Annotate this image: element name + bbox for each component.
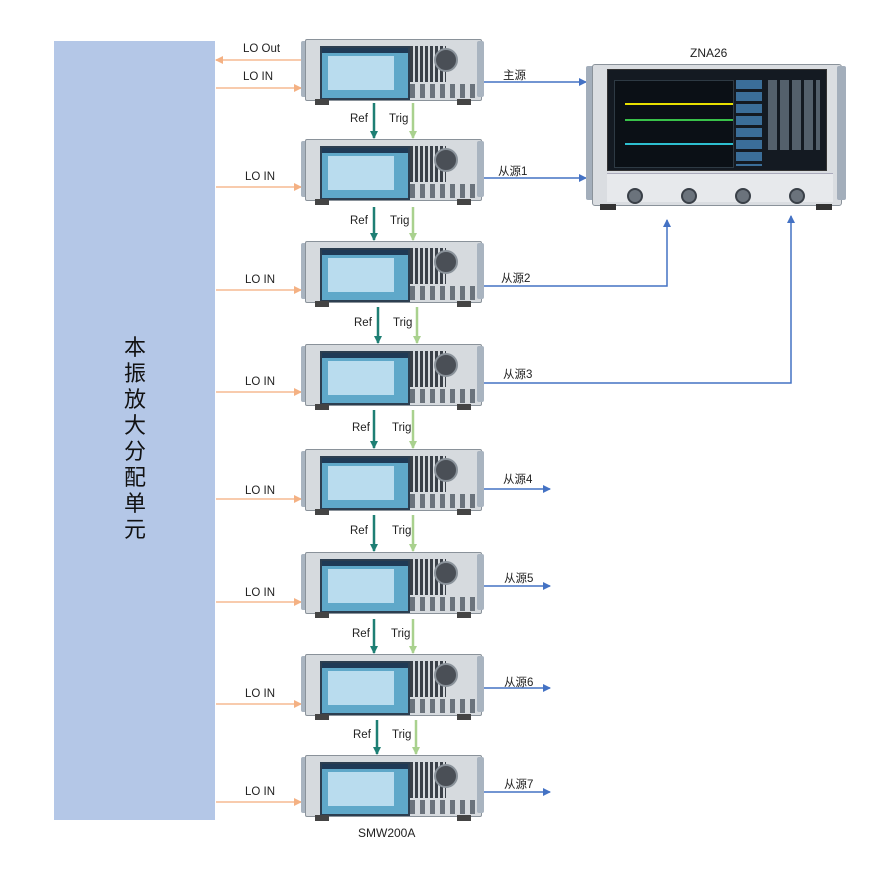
vna-model-label: ZNA26 bbox=[690, 46, 728, 60]
lo-in-label-8: LO IN bbox=[245, 786, 276, 798]
handle-left bbox=[301, 757, 308, 813]
handle-right bbox=[837, 66, 846, 200]
rotary-knob-icon bbox=[434, 561, 458, 585]
rotary-knob-icon bbox=[434, 148, 458, 172]
port-connector-icon bbox=[627, 188, 643, 204]
lo-distribution-unit-title: 本振放大分配单元 bbox=[123, 335, 146, 542]
trig-label-2: Trig bbox=[390, 215, 410, 227]
signal-generator-1 bbox=[301, 37, 484, 105]
softkeys bbox=[736, 80, 762, 166]
slave3-label: 从源3 bbox=[503, 369, 533, 381]
lo-in-label-2: LO IN bbox=[245, 171, 276, 183]
lo-in-label-7: LO IN bbox=[245, 688, 276, 700]
trig-label-5: Trig bbox=[392, 525, 412, 537]
handle-right bbox=[477, 141, 484, 197]
generator-model-label: SMW200A bbox=[358, 826, 416, 840]
master-source-label: 主源 bbox=[503, 70, 526, 82]
ref-label-3: Ref bbox=[354, 317, 372, 329]
trig-label-3: Trig bbox=[393, 317, 413, 329]
handle-right bbox=[477, 554, 484, 610]
lo-in-label-6: LO IN bbox=[245, 587, 276, 599]
handle-right bbox=[477, 451, 484, 507]
signal-generator-4 bbox=[301, 342, 484, 410]
handle-left bbox=[301, 554, 308, 610]
trig-label-1: Trig bbox=[389, 113, 409, 125]
trig-label-7: Trig bbox=[392, 729, 412, 741]
lo-in-label-3: LO IN bbox=[245, 274, 276, 286]
signal-generator-3 bbox=[301, 239, 484, 307]
rotary-knob-icon bbox=[434, 663, 458, 687]
ref-label-2: Ref bbox=[350, 215, 368, 227]
lo-in-label-1: LO IN bbox=[243, 71, 274, 83]
ref-label-7: Ref bbox=[353, 729, 371, 741]
handle-left bbox=[301, 656, 308, 712]
ref-label-6: Ref bbox=[352, 628, 370, 640]
trig-label-6: Trig bbox=[391, 628, 411, 640]
signal-generator-8 bbox=[301, 753, 484, 821]
handle-left bbox=[586, 66, 595, 200]
vector-network-analyzer bbox=[586, 62, 846, 212]
keypad bbox=[768, 80, 820, 150]
handle-left bbox=[301, 41, 308, 97]
lo-in-label-4: LO IN bbox=[245, 376, 276, 388]
slave1-label: 从源1 bbox=[498, 166, 528, 178]
port-connector-icon bbox=[789, 188, 805, 204]
port-connector-icon bbox=[681, 188, 697, 204]
test-ports bbox=[607, 173, 833, 204]
trace-plot bbox=[614, 80, 734, 168]
slave7-label: 从源7 bbox=[504, 779, 534, 791]
signal-generator-5 bbox=[301, 447, 484, 515]
rotary-knob-icon bbox=[434, 48, 458, 72]
ref-label-5: Ref bbox=[350, 525, 368, 537]
handle-left bbox=[301, 141, 308, 197]
slave5-label: 从源5 bbox=[504, 573, 534, 585]
slave4-label: 从源4 bbox=[503, 474, 533, 486]
handle-right bbox=[477, 243, 484, 299]
trig-label-4: Trig bbox=[392, 422, 412, 434]
handle-left bbox=[301, 243, 308, 299]
handle-right bbox=[477, 41, 484, 97]
ref-label-4: Ref bbox=[352, 422, 370, 434]
signal-generator-7 bbox=[301, 652, 484, 720]
lo-in-label-5: LO IN bbox=[245, 485, 276, 497]
slave6-label: 从源6 bbox=[504, 677, 534, 689]
handle-right bbox=[477, 346, 484, 402]
handle-left bbox=[301, 346, 308, 402]
rotary-knob-icon bbox=[434, 250, 458, 274]
signal-generator-6 bbox=[301, 550, 484, 618]
signal-generator-2 bbox=[301, 137, 484, 205]
rotary-knob-icon bbox=[434, 764, 458, 788]
rotary-knob-icon bbox=[434, 458, 458, 482]
slave2-label: 从源2 bbox=[501, 273, 531, 285]
slave2-wire bbox=[484, 219, 671, 287]
slave3-wire bbox=[484, 215, 795, 384]
rotary-knob-icon bbox=[434, 353, 458, 377]
vna-screen bbox=[607, 69, 827, 171]
handle-left bbox=[301, 451, 308, 507]
ref-label-1: Ref bbox=[350, 113, 368, 125]
lo-distribution-unit bbox=[54, 41, 215, 820]
handle-right bbox=[477, 656, 484, 712]
handle-right bbox=[477, 757, 484, 813]
port-connector-icon bbox=[735, 188, 751, 204]
lo-out-label: LO Out bbox=[243, 43, 281, 55]
